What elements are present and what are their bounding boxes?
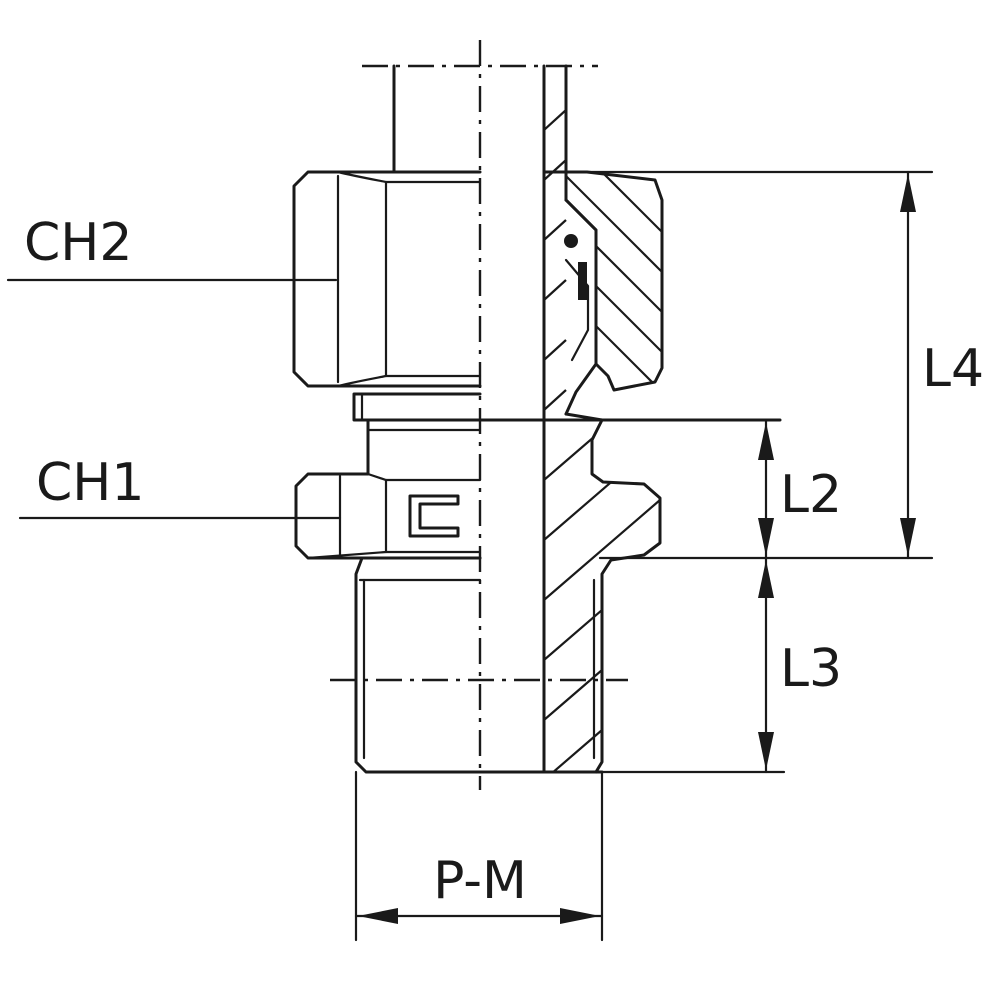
- dimension-l2: [758, 418, 774, 560]
- cutting-ring-inner: [564, 258, 590, 362]
- l2-arrow-bottom: [758, 518, 774, 556]
- tube-wall-hatch: [543, 109, 567, 411]
- l3-arrow-top: [758, 560, 774, 598]
- body-hex-chamfer-top: [366, 472, 482, 482]
- ch1-label: CH1: [36, 453, 145, 513]
- dimension-l3: [598, 556, 786, 774]
- seal-insert: [578, 262, 587, 300]
- cutting-ring: [564, 198, 598, 416]
- tube: [392, 64, 568, 422]
- brand-logo-mark: [408, 494, 460, 538]
- pm-arrow-left: [358, 908, 398, 924]
- body-hex-ch1: [294, 418, 482, 560]
- l2-arrow-top: [758, 422, 774, 460]
- pm-arrow-right: [560, 908, 600, 924]
- center-lines: [330, 40, 628, 790]
- l4-label: L4: [922, 339, 984, 399]
- leaders: [6, 278, 342, 520]
- l3-label: L3: [780, 639, 842, 699]
- stud-outline: [354, 556, 604, 774]
- neck-left: [352, 392, 482, 422]
- o-ring-dot: [564, 234, 578, 248]
- labels: CH2 CH1 L4 L2 L3 P-M: [24, 213, 984, 911]
- l4-arrow-top: [900, 174, 916, 212]
- l3-arrow-bottom: [758, 732, 774, 770]
- body-section-outline: [590, 418, 662, 774]
- body-section: [542, 418, 662, 774]
- ch2-label: CH2: [24, 213, 133, 273]
- threaded-stud: [354, 556, 604, 774]
- l4-arrow-bottom: [900, 518, 916, 556]
- cutting-ring-outline: [564, 198, 598, 416]
- dimension-l4: [585, 170, 934, 560]
- dimension-pm: [354, 770, 604, 942]
- pm-label: P-M: [433, 851, 527, 911]
- body-neck: [352, 392, 782, 422]
- nut-section-outline: [564, 170, 664, 392]
- l2-label: L2: [780, 465, 842, 525]
